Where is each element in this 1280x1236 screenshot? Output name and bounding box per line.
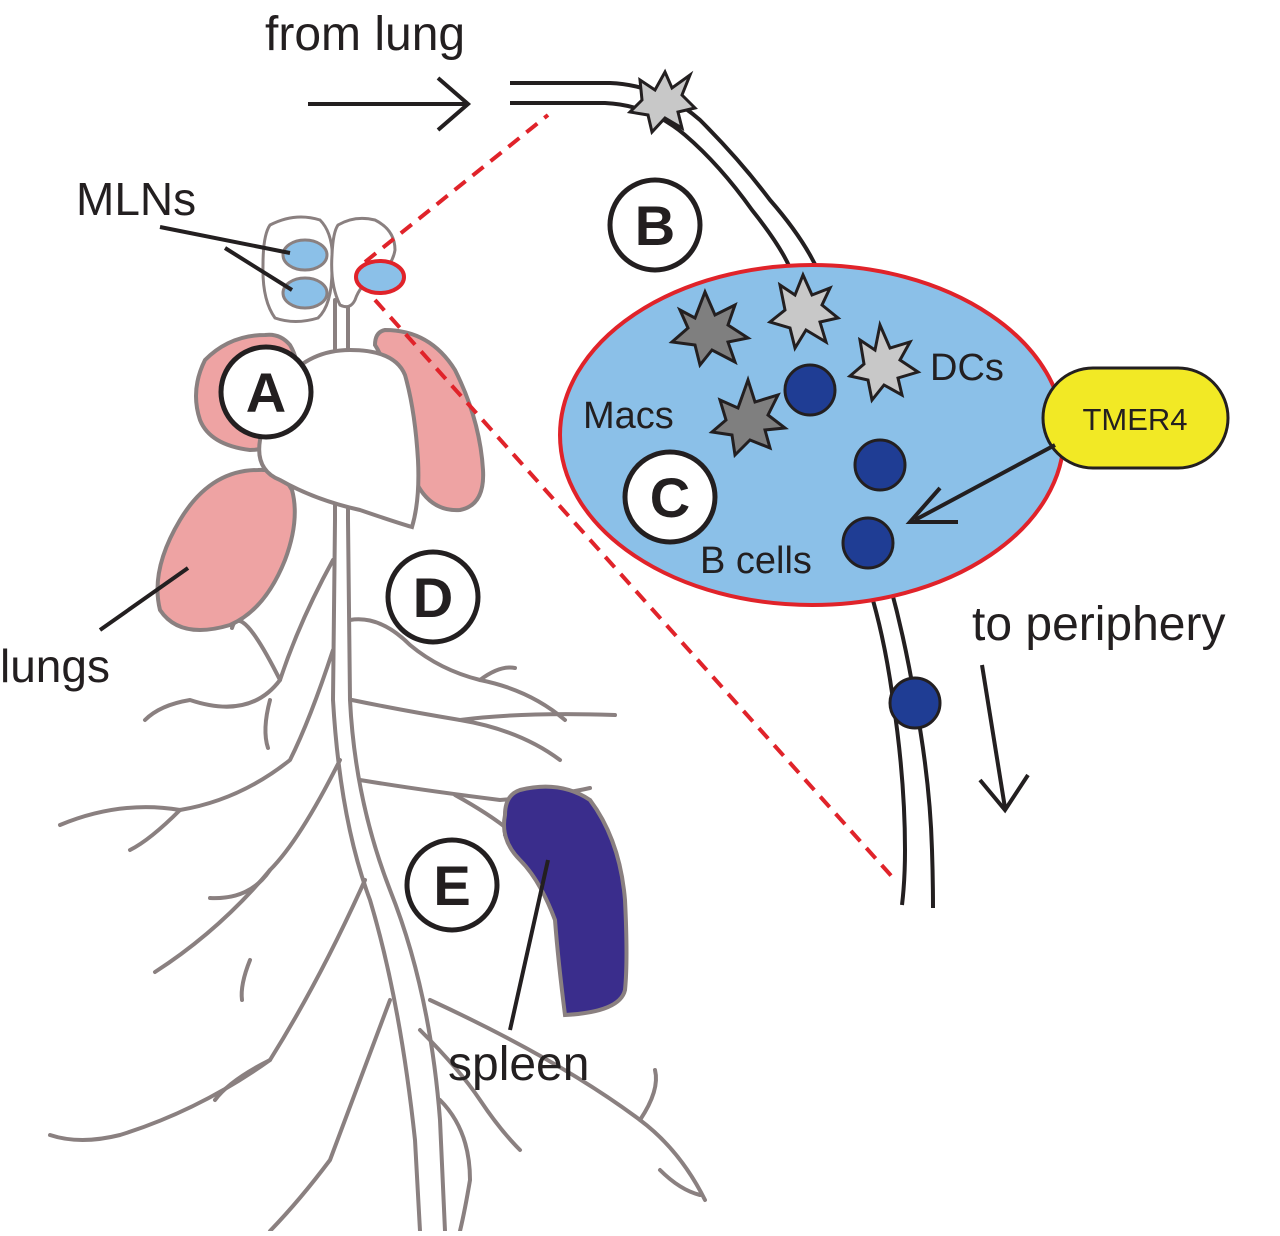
vessel-branch xyxy=(458,712,617,722)
efferent-wall-left xyxy=(868,589,908,906)
mln-region xyxy=(261,215,406,323)
vessel-branch xyxy=(143,558,335,722)
marker-e-label: E xyxy=(433,854,470,917)
tmer4-arrow-line xyxy=(914,443,1056,522)
efferent-wall-right xyxy=(888,584,935,909)
mln-node-lower xyxy=(281,276,329,310)
vessel-branch xyxy=(658,1168,702,1197)
lungs-label: lungs xyxy=(0,640,110,692)
to-periphery-arrowhead xyxy=(978,773,1030,814)
efferent-vessel xyxy=(868,584,935,909)
mlns-pointer-line-upper xyxy=(159,225,291,255)
mln-node-upper xyxy=(281,238,329,272)
vessel-branch xyxy=(208,868,272,901)
to-periphery-label: to periphery xyxy=(972,598,1225,651)
marker-a: A xyxy=(218,344,314,440)
vessel-branch xyxy=(128,808,182,852)
vessel-branch xyxy=(58,648,335,827)
dcs-label: DCs xyxy=(930,347,1004,389)
zoom-lines xyxy=(363,113,897,882)
vessel-branch xyxy=(239,958,252,1002)
marker-a-label: A xyxy=(246,361,286,424)
mac-cell xyxy=(708,375,789,459)
mln-node-zoomed xyxy=(354,259,406,295)
lymphatic-tree xyxy=(48,298,707,1233)
b-cell xyxy=(783,363,837,417)
vessel-branch xyxy=(418,1028,522,1152)
lungs-pointer-line xyxy=(98,566,190,632)
vessel-branch xyxy=(350,698,562,762)
marker-b-label: B xyxy=(635,194,675,257)
spleen-pointer-line xyxy=(508,859,550,1031)
dendritic-cells xyxy=(766,271,922,404)
tmer4-label: TMER4 xyxy=(1082,402,1187,437)
marker-d-label: D xyxy=(413,566,453,629)
from-lung-arrowhead xyxy=(436,76,472,132)
vessel-branch xyxy=(230,618,282,682)
dc-cell xyxy=(766,271,842,352)
vessel-branch xyxy=(638,1068,658,1122)
macrophages xyxy=(668,288,789,459)
mac-cell xyxy=(668,288,752,369)
zoom-line-upper xyxy=(363,113,550,264)
b-cell-efferent xyxy=(888,676,942,730)
thoracic-duct-right xyxy=(346,298,447,1233)
b-cell xyxy=(841,516,895,570)
vessel-branch xyxy=(153,758,342,974)
macs-label: Macs xyxy=(583,395,674,437)
vessel-branch xyxy=(428,998,707,1202)
marker-d: D xyxy=(385,549,481,645)
mlns-pointer-line-lower xyxy=(223,246,294,292)
mlns-label: MLNs xyxy=(76,173,196,225)
dc-cell xyxy=(846,320,922,404)
spleen-organ xyxy=(502,784,629,1018)
b-cells xyxy=(783,363,942,730)
spleen-label: spleen xyxy=(448,1038,589,1091)
mlns-pointer xyxy=(159,225,294,292)
vessel-branch xyxy=(263,698,272,750)
thoracic-duct-left xyxy=(331,298,422,1233)
vessel-branch xyxy=(348,617,567,722)
vessel-branch xyxy=(268,998,392,1233)
marker-b: B xyxy=(607,177,703,273)
vessel-branch xyxy=(438,1098,472,1233)
b-cell xyxy=(853,438,907,492)
tmer4-bubble xyxy=(1041,366,1230,470)
vessel-branch xyxy=(48,878,367,1142)
marker-c-label: C xyxy=(650,466,690,529)
vessel-branch xyxy=(478,665,517,682)
b-cells-label: B cells xyxy=(700,540,812,582)
from-lung-label: from lung xyxy=(265,8,465,61)
vessel-branch xyxy=(213,1058,272,1102)
marker-c: C xyxy=(622,449,718,545)
marker-e: E xyxy=(404,837,500,933)
left-lung-lower xyxy=(155,467,297,632)
to-periphery-arrow-line xyxy=(980,664,1007,809)
zoom-line-lower xyxy=(373,298,897,882)
dc-in-vessel xyxy=(626,68,698,136)
tmer4-arrowhead xyxy=(905,486,958,524)
